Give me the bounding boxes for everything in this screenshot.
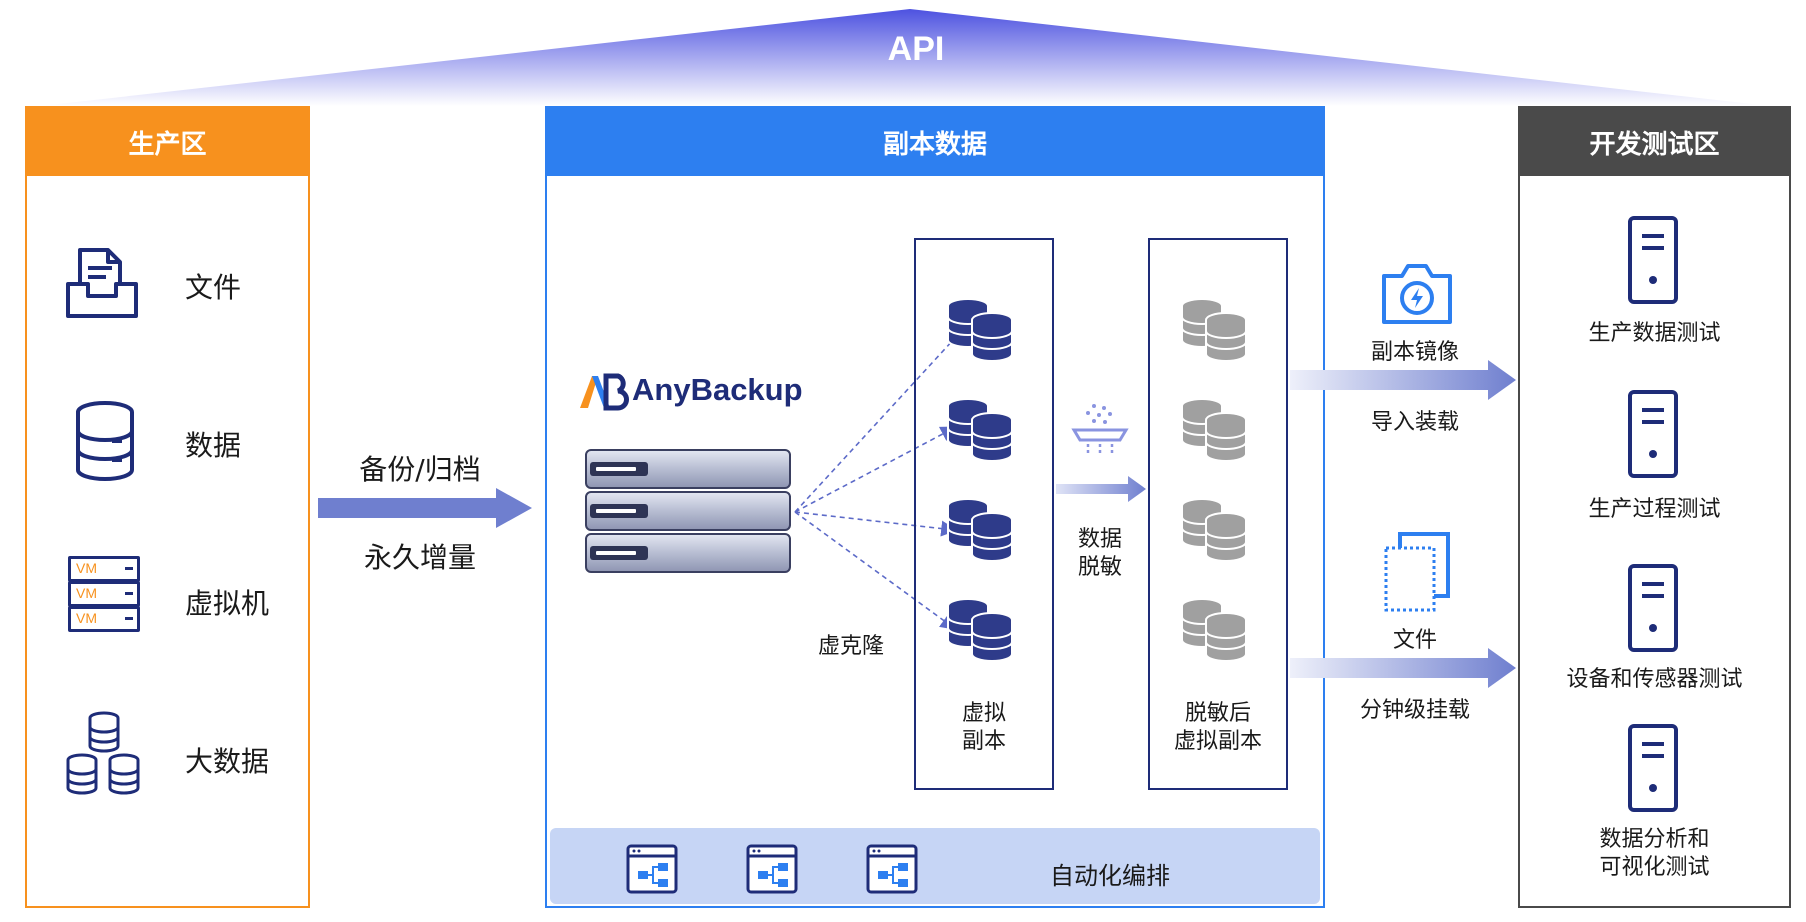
vm-tag: VM <box>76 585 97 601</box>
virtual-copy-label: 虚拟 副本 <box>961 701 1006 754</box>
devtest-item-label: 生产数据测试 <box>1588 321 1721 346</box>
workflow-icon <box>746 844 798 894</box>
masked-copy-label: 脱敏后 虚拟副本 <box>1173 701 1262 754</box>
virtual-copy-db-icon <box>947 498 1013 562</box>
production-item-label: 数据 <box>185 429 242 462</box>
import-load-label: 导入装载 <box>1370 410 1459 435</box>
automation-bar <box>550 828 1320 904</box>
anybackup-logo-text: AnyBackup <box>632 372 803 407</box>
masked-copy-column <box>1148 238 1288 790</box>
workflow-icon <box>626 844 678 894</box>
file-arrow <box>1290 648 1516 688</box>
virtual-copy-db-icon <box>947 298 1013 362</box>
devtest-item-label: 设备和传感器测试 <box>1566 667 1743 692</box>
copy-data-zone-header: 副本数据 <box>547 108 1323 176</box>
masked-copy-db-icon <box>1181 398 1247 462</box>
masked-copy-db-icon <box>1181 298 1247 362</box>
vm-stack-icon: VM VM VM <box>68 556 140 632</box>
production-zone-header: 生产区 <box>27 108 308 176</box>
api-roof <box>40 9 1770 106</box>
anybackup-logo-icon <box>580 373 629 411</box>
clone-label: 虚克隆 <box>818 634 885 659</box>
production-item-label: 大数据 <box>185 745 270 778</box>
masking-arrow <box>1056 476 1146 502</box>
devtest-zone: 开发测试区 <box>1518 106 1791 908</box>
file-output-label: 文件 <box>1392 628 1437 653</box>
mirror-label: 副本镜像 <box>1370 340 1459 365</box>
production-zone-title: 生产区 <box>128 129 207 160</box>
copy-data-zone-title: 副本数据 <box>882 129 987 160</box>
workflow-icon <box>866 844 918 894</box>
data-masking-label: 数据 脱敏 <box>1077 527 1122 580</box>
masked-copy-db-icon <box>1181 598 1247 662</box>
server-tower-icon <box>1628 216 1678 304</box>
file-copy-icon <box>1384 532 1450 612</box>
transfer-label-incremental: 永久增量 <box>363 541 476 574</box>
devtest-item-label: 生产过程测试 <box>1588 497 1721 522</box>
masked-copy-db-icon <box>1181 498 1247 562</box>
mirror-arrow <box>1290 360 1516 400</box>
bigdata-icon <box>66 711 140 795</box>
backup-server-icon <box>585 449 791 573</box>
minute-mount-label: 分钟级挂载 <box>1359 698 1470 723</box>
copy-data-zone: 副本数据 <box>545 106 1325 908</box>
production-zone: 生产区 <box>25 106 310 908</box>
virtual-copy-column <box>914 238 1054 790</box>
database-icon <box>76 401 134 481</box>
camera-icon <box>1382 264 1452 324</box>
api-label: API <box>887 30 945 68</box>
vm-tag: VM <box>76 610 97 626</box>
backup-arrow <box>318 488 532 528</box>
virtual-copy-db-icon <box>947 598 1013 662</box>
production-item-label: 虚拟机 <box>185 587 270 620</box>
devtest-item-label: 数据分析和 可视化测试 <box>1599 827 1710 880</box>
virtual-copy-db-icon <box>947 398 1013 462</box>
automation-label: 自动化编排 <box>1050 862 1170 890</box>
data-masking-icon <box>1071 404 1129 456</box>
vm-tag: VM <box>76 560 97 576</box>
server-tower-icon <box>1628 724 1678 812</box>
devtest-zone-title: 开发测试区 <box>1589 129 1720 160</box>
production-item-label: 文件 <box>185 271 242 304</box>
devtest-zone-header: 开发测试区 <box>1520 108 1789 176</box>
server-tower-icon <box>1628 390 1678 478</box>
transfer-label-backup: 备份/归档 <box>359 453 481 486</box>
file-tray-icon <box>66 248 138 318</box>
server-tower-icon <box>1628 564 1678 652</box>
